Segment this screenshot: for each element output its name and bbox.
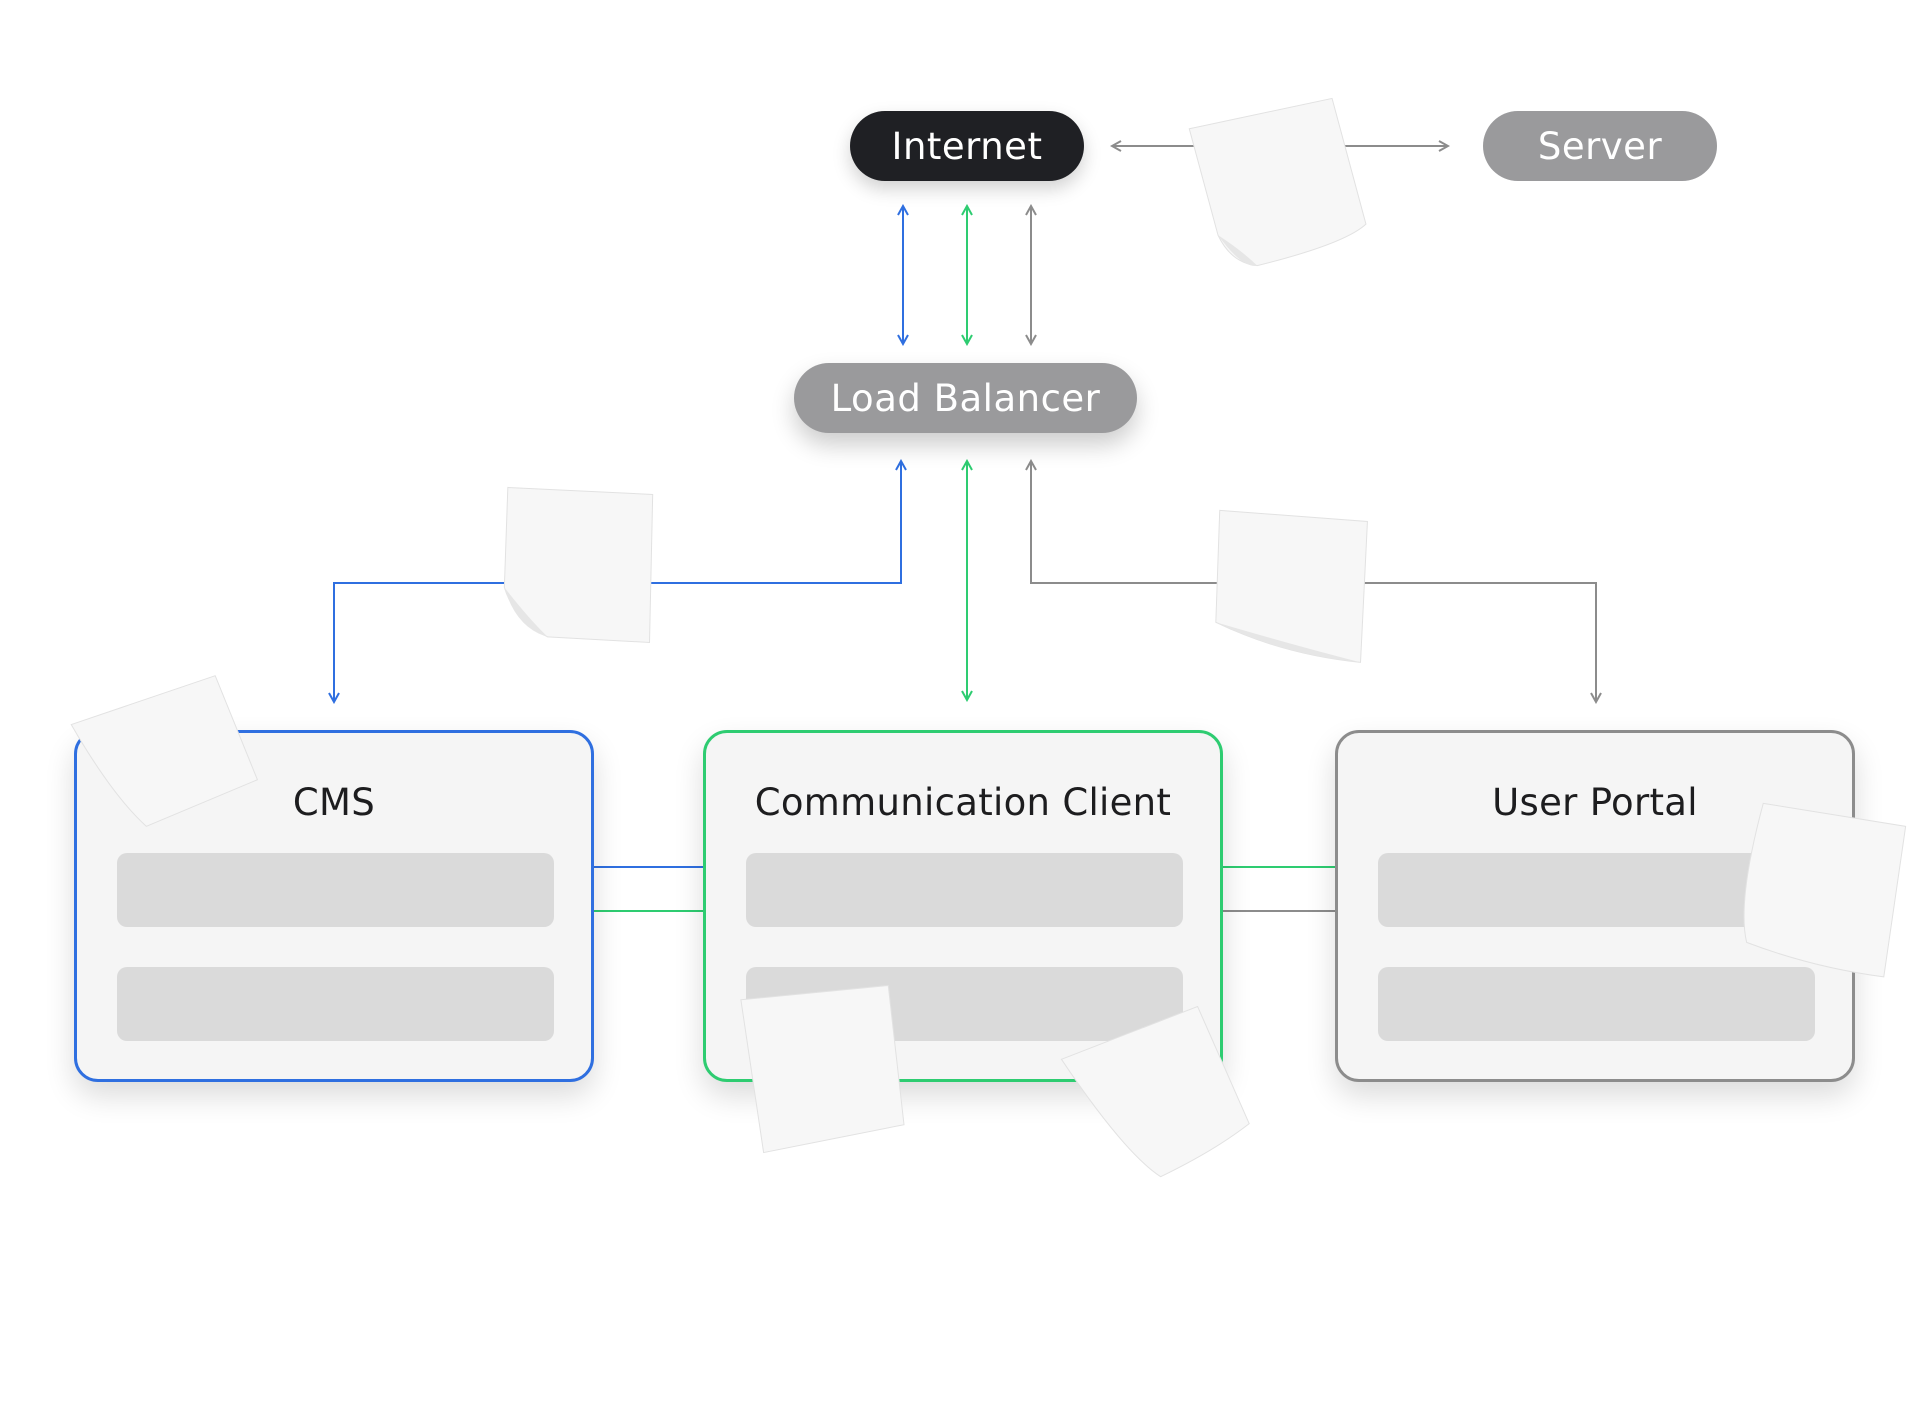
user-portal-title: User Portal [1492,781,1698,824]
cms-title: CMS [292,781,376,824]
communication-client-placeholder-row-1 [746,853,1183,927]
sticky-note[interactable] [1060,995,1260,1195]
cms-placeholder-row-1 [117,853,554,927]
internet-label: Internet [891,124,1043,168]
user-portal-placeholder-row-1 [1378,853,1815,927]
user-portal-placeholder-row-2 [1378,967,1815,1041]
sticky-note[interactable] [736,980,916,1160]
sticky-note[interactable] [1180,80,1390,280]
cms-placeholder-row-2 [117,967,554,1041]
load-balancer-label: Load Balancer [830,376,1101,420]
load-balancer-node[interactable]: Load Balancer [794,363,1137,433]
server-label: Server [1537,124,1663,168]
sticky-note[interactable] [1205,505,1385,675]
server-node[interactable]: Server [1483,111,1717,181]
sticky-note[interactable] [490,480,670,660]
internet-node[interactable]: Internet [850,111,1084,181]
sticky-note[interactable] [66,655,276,845]
communication-client-title: Communication Client [754,781,1172,824]
sticky-note[interactable] [1730,800,1915,990]
